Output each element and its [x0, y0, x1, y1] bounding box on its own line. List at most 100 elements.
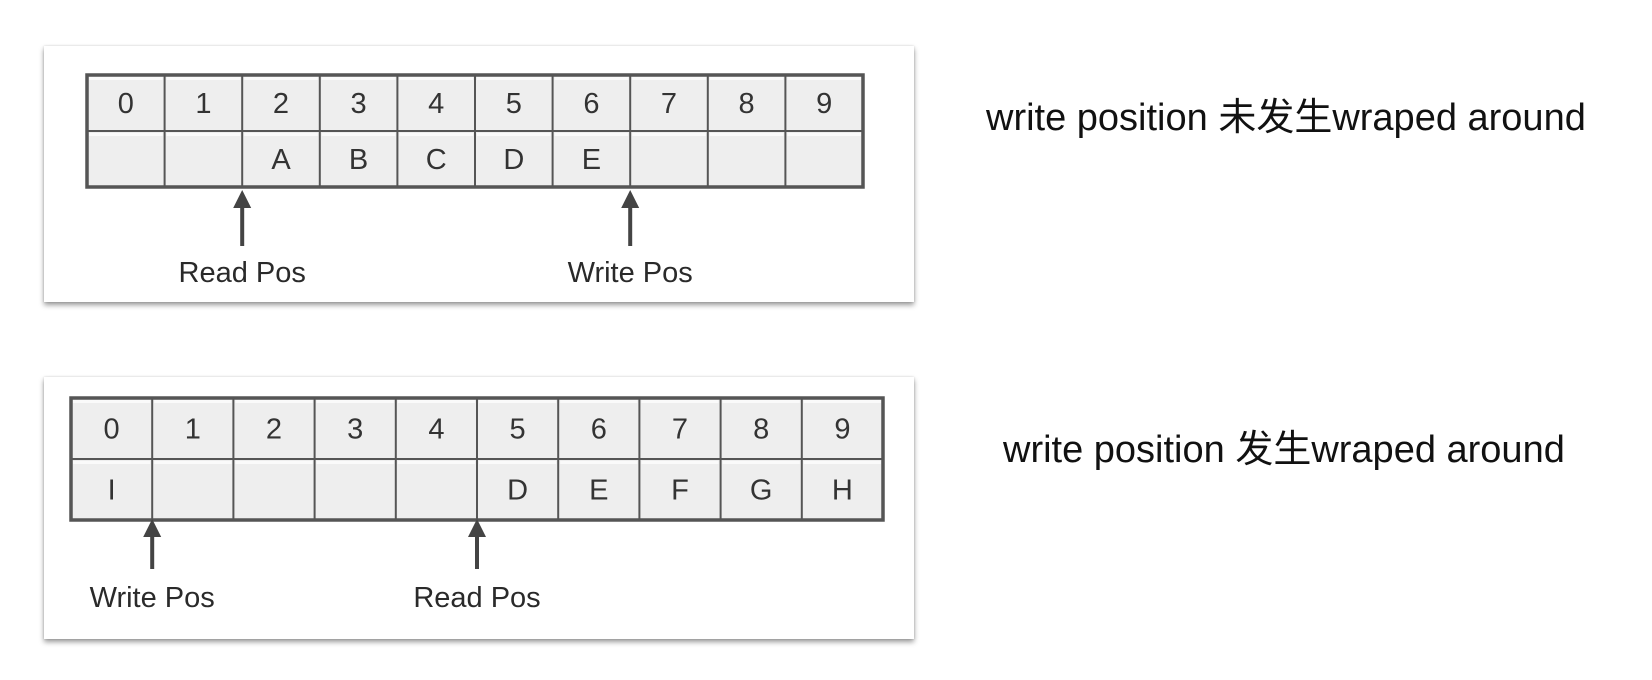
- up-arrow-icon: [468, 519, 486, 537]
- index-cell-7: [630, 75, 708, 131]
- value-label: F: [671, 475, 689, 507]
- index-cell-4: [397, 75, 475, 131]
- pointer-label: Read Pos: [179, 257, 306, 289]
- up-arrow-icon: [143, 519, 162, 537]
- index-cell-4: [395, 398, 477, 459]
- index-cell-9: [801, 398, 883, 459]
- cell-highlight: [321, 77, 396, 80]
- index-cell-8: [720, 398, 802, 459]
- index-label: 6: [591, 414, 607, 446]
- caption-no-wrap: write position 未发生wraped around: [986, 97, 1586, 139]
- cell-highlight: [166, 133, 241, 136]
- index-cell-1: [152, 398, 234, 459]
- cell-highlight: [235, 400, 313, 403]
- value-label: C: [426, 144, 447, 176]
- value-cell-0: [87, 131, 165, 187]
- value-label: B: [349, 144, 368, 176]
- value-cell-3: [319, 131, 398, 187]
- cell-highlight: [560, 461, 638, 464]
- index-cell-1: [164, 75, 243, 131]
- index-cell-3: [314, 398, 396, 459]
- index-cell-0: [87, 75, 165, 131]
- value-label: D: [503, 144, 524, 176]
- cell-highlight: [397, 461, 475, 464]
- value-label: G: [750, 475, 773, 507]
- value-cell-5: [477, 459, 559, 520]
- index-label: 4: [428, 88, 444, 120]
- pointer-label: Write Pos: [90, 582, 215, 614]
- cell-highlight: [554, 133, 629, 136]
- index-label: 0: [118, 88, 134, 120]
- index-label: 9: [834, 414, 850, 446]
- cell-highlight: [316, 400, 394, 403]
- value-cell-2: [242, 131, 320, 187]
- cell-highlight: [154, 461, 232, 464]
- index-label: 4: [428, 414, 444, 446]
- value-cell-5: [475, 131, 553, 187]
- index-label: 8: [753, 414, 769, 446]
- cell-highlight: [166, 77, 241, 80]
- value-cell-1: [164, 131, 243, 187]
- index-cell-6: [558, 398, 640, 459]
- cell-highlight: [154, 400, 232, 403]
- index-cell-6: [552, 75, 631, 131]
- index-cell-2: [233, 398, 315, 459]
- value-cell-7: [630, 131, 708, 187]
- index-label: 0: [104, 414, 120, 446]
- cell-highlight: [632, 133, 706, 136]
- index-label: 2: [273, 88, 289, 120]
- cell-highlight: [803, 400, 881, 403]
- cell-highlight: [709, 133, 784, 136]
- cell-highlight: [479, 400, 557, 403]
- index-label: 8: [739, 88, 755, 120]
- cell-highlight: [73, 400, 151, 403]
- pointer-label: Write Pos: [568, 257, 693, 289]
- value-cell-4: [397, 131, 475, 187]
- value-cell-1: [152, 459, 234, 520]
- value-cell-2: [233, 459, 315, 520]
- index-label: 3: [351, 88, 367, 120]
- cell-highlight: [787, 133, 861, 136]
- cell-highlight: [479, 461, 557, 464]
- value-cell-6: [558, 459, 640, 520]
- index-cell-7: [639, 398, 721, 459]
- index-cell-9: [785, 75, 863, 131]
- cell-highlight: [321, 133, 396, 136]
- cell-highlight: [399, 133, 473, 136]
- up-arrow-icon: [621, 190, 640, 208]
- cell-highlight: [477, 133, 551, 136]
- index-label: 6: [583, 88, 599, 120]
- cell-highlight: [235, 461, 313, 464]
- index-cell-5: [477, 398, 559, 459]
- cell-highlight: [722, 461, 800, 464]
- value-cell-9: [801, 459, 883, 520]
- buffer-border: [85, 73, 865, 189]
- value-cell-0: [71, 459, 153, 520]
- cell-highlight: [554, 77, 629, 80]
- index-cell-2: [242, 75, 320, 131]
- value-cell-6: [552, 131, 631, 187]
- value-label: H: [832, 475, 853, 507]
- value-cell-8: [707, 131, 786, 187]
- cell-highlight: [73, 461, 151, 464]
- cell-highlight: [641, 400, 719, 403]
- value-label: E: [589, 475, 608, 507]
- cell-highlight: [399, 77, 473, 80]
- cell-highlight: [641, 461, 719, 464]
- caption-wrapped: write position 发生wraped around: [1003, 429, 1565, 471]
- value-label: E: [582, 144, 601, 176]
- index-label: 2: [266, 414, 282, 446]
- index-label: 7: [661, 88, 677, 120]
- cell-highlight: [722, 400, 800, 403]
- index-cell-3: [319, 75, 398, 131]
- cell-highlight: [560, 400, 638, 403]
- index-label: 1: [185, 414, 201, 446]
- up-arrow-icon: [233, 190, 252, 208]
- cell-highlight: [632, 77, 706, 80]
- value-cell-7: [639, 459, 721, 520]
- value-cell-3: [314, 459, 396, 520]
- cell-highlight: [477, 77, 551, 80]
